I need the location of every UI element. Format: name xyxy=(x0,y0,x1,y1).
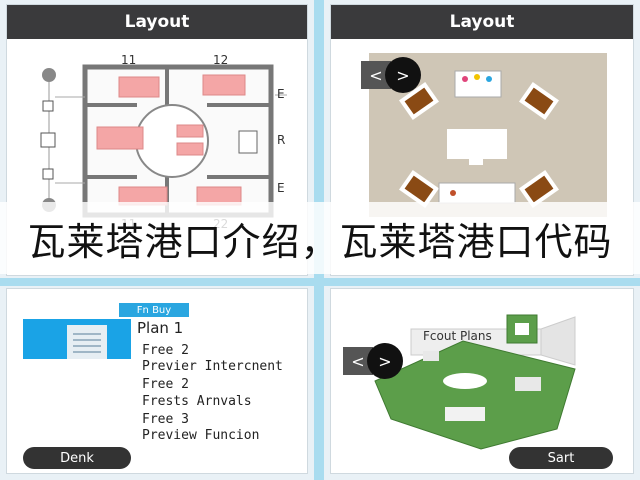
list-item: Preview Funcion xyxy=(142,428,260,443)
carousel-nav: < > xyxy=(361,57,421,93)
panel-plan-list: Fn Buy Plan 1 Free 2 Previer Intercnent … xyxy=(6,288,308,474)
start-button[interactable]: Sart xyxy=(509,447,613,469)
plan-3d-title: Fcout Plans xyxy=(423,329,492,343)
denk-button[interactable]: Denk xyxy=(23,447,131,469)
list-item: Previer Intercnent xyxy=(142,359,283,374)
denk-button-label: Denk xyxy=(60,450,94,466)
list-item: Free 2 xyxy=(142,377,189,392)
banner-title: 瓦莱塔港口介绍，瓦莱塔港口代码 xyxy=(27,219,613,264)
side-label-e-bottom: E xyxy=(277,181,285,195)
list-item: Free 2 xyxy=(142,343,189,358)
panel-header: Layout xyxy=(7,5,307,39)
list-item: Free 3 xyxy=(142,412,189,427)
next-button[interactable]: > xyxy=(385,57,421,93)
panel-title: Layout xyxy=(124,12,190,32)
title-banner: 瓦莱塔港口介绍，瓦莱塔港口代码 xyxy=(0,202,640,274)
carousel-nav: < > xyxy=(343,343,403,379)
start-button-label: Sart xyxy=(547,450,575,466)
plan-tag-label: Fn Buy xyxy=(136,304,172,316)
chevron-left-icon: < xyxy=(351,351,365,371)
side-label-r: R xyxy=(277,133,286,147)
plan-tag: Fn Buy xyxy=(119,303,189,317)
plan-title: Plan 1 xyxy=(137,319,184,337)
plan-image xyxy=(23,319,131,359)
chevron-right-icon: > xyxy=(378,351,392,371)
panel-3d-plan: Fcout Plans < > Sart xyxy=(330,288,634,474)
horizontal-divider xyxy=(0,278,640,286)
next-button[interactable]: > xyxy=(367,343,403,379)
room-number-12: 12 xyxy=(213,53,229,67)
side-label-e-top: E xyxy=(277,87,285,101)
chevron-left-icon: < xyxy=(369,65,383,85)
panel-header: Layout xyxy=(331,5,633,39)
panel-title: Layout xyxy=(449,12,515,32)
list-item: Frests Arnvals xyxy=(142,394,252,409)
prev-button[interactable]: < xyxy=(361,61,391,89)
room-number-11-top: 11 xyxy=(121,53,137,67)
isometric-room-drawing xyxy=(374,314,576,450)
chevron-right-icon: > xyxy=(396,65,410,85)
